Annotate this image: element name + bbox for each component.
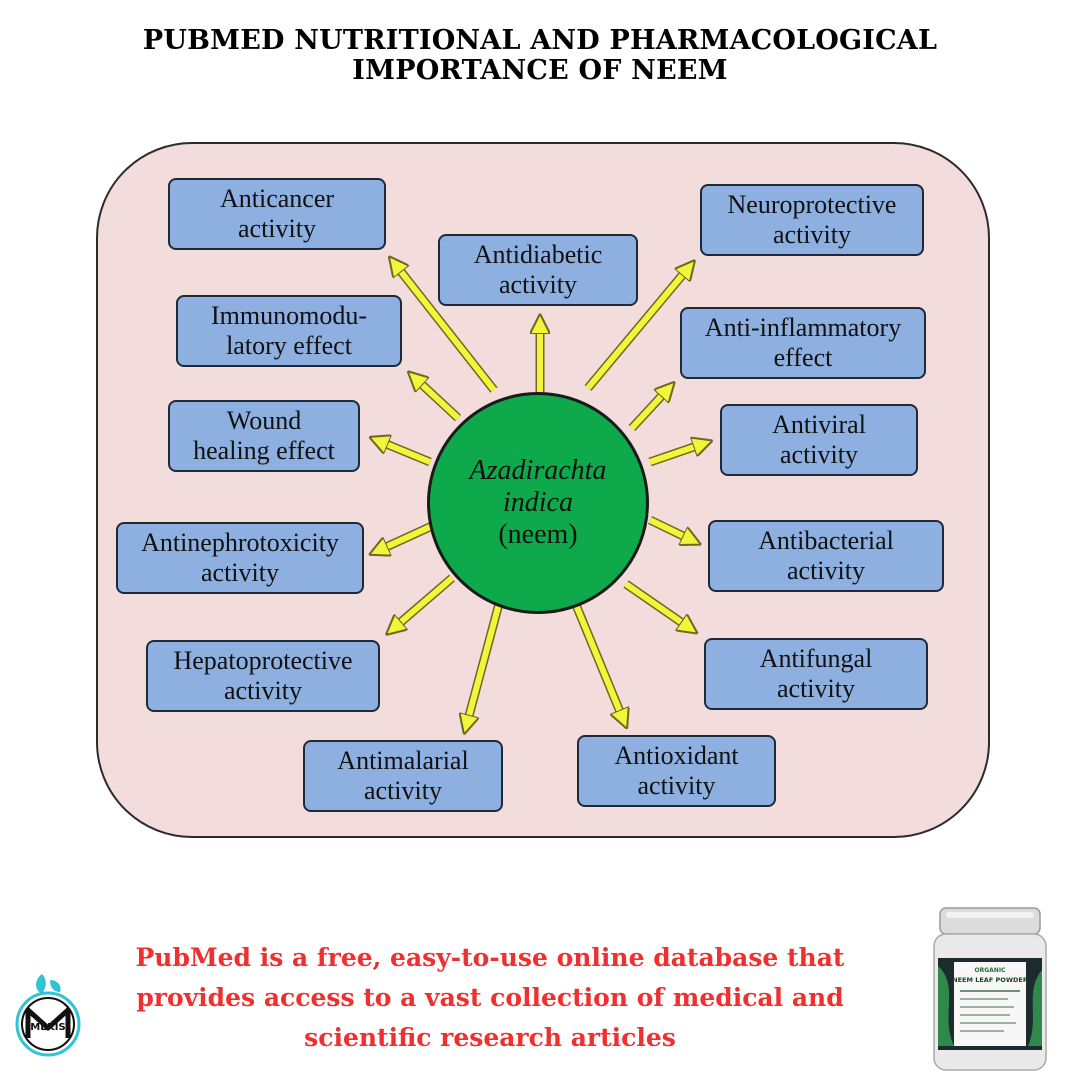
center-line-2: indica bbox=[503, 487, 573, 518]
arrow-group bbox=[384, 269, 697, 719]
caption-text: PubMed is a free, easy-to-use online dat… bbox=[110, 938, 870, 1058]
arrow-anti-inflammatory bbox=[629, 394, 664, 431]
arrow-neuroprotective bbox=[585, 272, 685, 390]
svg-text:ORGANIC: ORGANIC bbox=[975, 967, 1007, 974]
caption-line-2: provides access to a vast collection of … bbox=[136, 983, 844, 1012]
title-line-1: PUBMED NUTRITIONAL AND PHARMACOLOGICAL bbox=[142, 25, 938, 56]
neem-powder-jar-icon: ORGANIC NEEM LEAF POWDER bbox=[933, 907, 1047, 1071]
center-line-3: (neem) bbox=[498, 519, 578, 550]
arrow-anticancer bbox=[399, 269, 497, 392]
arrow-antinephrotoxicity bbox=[384, 523, 434, 548]
arrow-antioxidant bbox=[571, 598, 621, 714]
arrow-immunomodulatory bbox=[420, 382, 461, 421]
arrow-antifungal bbox=[624, 581, 684, 624]
caption-line-1: PubMed is a free, easy-to-use online dat… bbox=[135, 943, 845, 972]
center-line-1: Azadirachta bbox=[469, 455, 607, 486]
node-immunomodulatory: Immunomodu-latory effect bbox=[176, 295, 402, 367]
caption-line-3: scientific research articles bbox=[304, 1023, 676, 1052]
arrow-antiviral bbox=[649, 446, 697, 465]
svg-text:NEEM LEAF POWDER: NEEM LEAF POWDER bbox=[952, 976, 1028, 984]
title-line-2: IMPORTANCE OF NEEM bbox=[352, 55, 728, 86]
mekis-logo-icon: MEKIS bbox=[15, 974, 81, 1057]
svg-text:MEKIS: MEKIS bbox=[30, 1022, 65, 1033]
arrow-wound-healing bbox=[384, 443, 432, 465]
arrow-antimalarial bbox=[468, 599, 503, 719]
page-title: PUBMED NUTRITIONAL AND PHARMACOLOGICAL I… bbox=[0, 26, 1080, 86]
center-neem-circle: Azadirachta indica (neem) bbox=[427, 392, 649, 614]
arrow-antibacterial bbox=[648, 517, 686, 538]
arrow-hepatoprotective bbox=[398, 575, 454, 624]
